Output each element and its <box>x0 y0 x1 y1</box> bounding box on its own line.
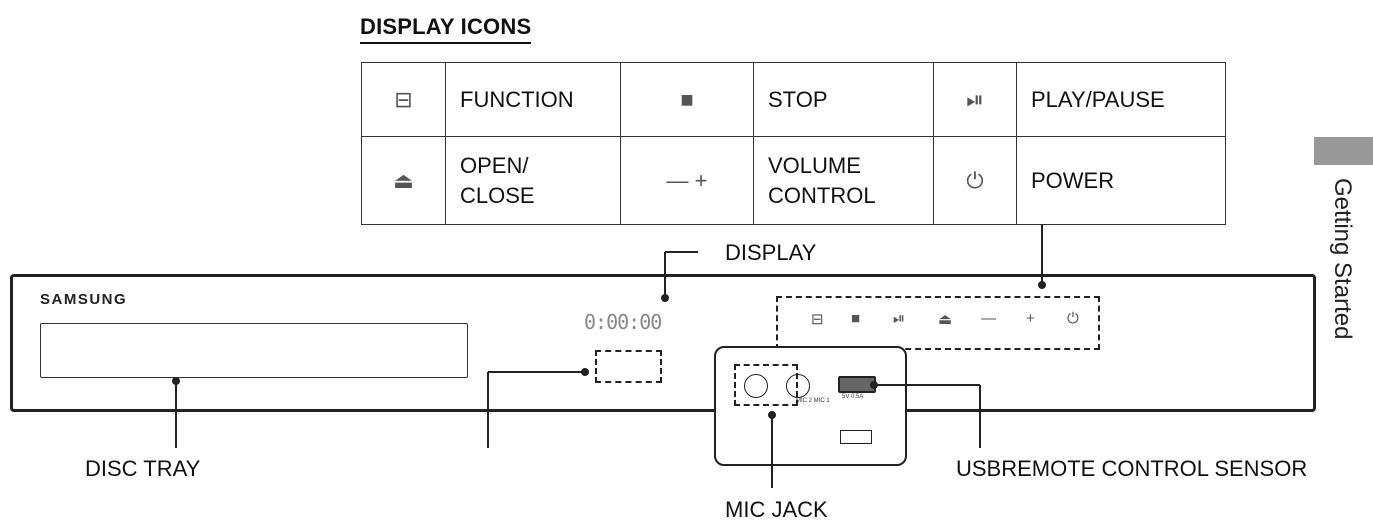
disc-tray-label: DISC TRAY <box>85 456 201 481</box>
icon-table-row-2: ⏏ OPEN/ CLOSE — + VOLUME CONTROL ⏻ POWER <box>361 136 1226 225</box>
volume-down-button-icon: — <box>981 310 996 327</box>
display-icons-heading: DISPLAY ICONS <box>360 14 532 44</box>
power-label: POWER <box>1016 136 1226 225</box>
control-buttons-group <box>776 296 1100 350</box>
mic-port-text: MIC 2 MIC 1 <box>796 398 830 404</box>
stop-button-icon: ■ <box>851 310 861 327</box>
power-icon: ⏻ <box>933 136 1017 225</box>
stop-label: STOP <box>753 62 934 137</box>
section-tab-label: Getting Started <box>1329 178 1356 340</box>
display-icons-table: ⊟ FUNCTION ■ STOP ⏯ PLAY/PAUSE ⏏ OPEN/ C… <box>361 62 1226 225</box>
panel-slot <box>840 430 872 444</box>
volume-up-button-icon: + <box>1026 310 1035 327</box>
function-button-icon: ⊟ <box>811 311 824 328</box>
display-label: DISPLAY <box>725 240 817 265</box>
function-icon: ⊟ <box>361 62 446 137</box>
icon-table-row-1: ⊟ FUNCTION ■ STOP ⏯ PLAY/PAUSE <box>361 62 1226 137</box>
remote-sensor-area <box>595 350 662 383</box>
volume-control-label: VOLUME CONTROL <box>753 136 934 225</box>
play-pause-label: PLAY/PAUSE <box>1016 62 1226 137</box>
front-display: 0:00:00 <box>584 310 662 334</box>
usb-port-text: 5V 0.5A <box>842 394 864 400</box>
play-pause-button-icon: ⏯ <box>893 310 906 327</box>
open-close-label: OPEN/ CLOSE <box>445 136 621 225</box>
front-ports-panel: MIC 2 MIC 1 5V 0.5A <box>714 346 907 466</box>
disc-tray <box>40 323 468 378</box>
eject-button-icon: ⏏ <box>938 311 953 328</box>
mic-jack-2 <box>744 374 768 398</box>
mic-jack-label: MIC JACK <box>725 497 828 522</box>
eject-icon: ⏏ <box>361 136 446 225</box>
section-tab-marker <box>1314 137 1373 165</box>
power-button-icon: ⏻ <box>1067 310 1079 327</box>
brand-logo: SAMSUNG <box>40 291 128 308</box>
mic-jack-1 <box>786 374 810 398</box>
usb-remote-sensor-label: USBREMOTE CONTROL SENSOR <box>956 456 1308 481</box>
